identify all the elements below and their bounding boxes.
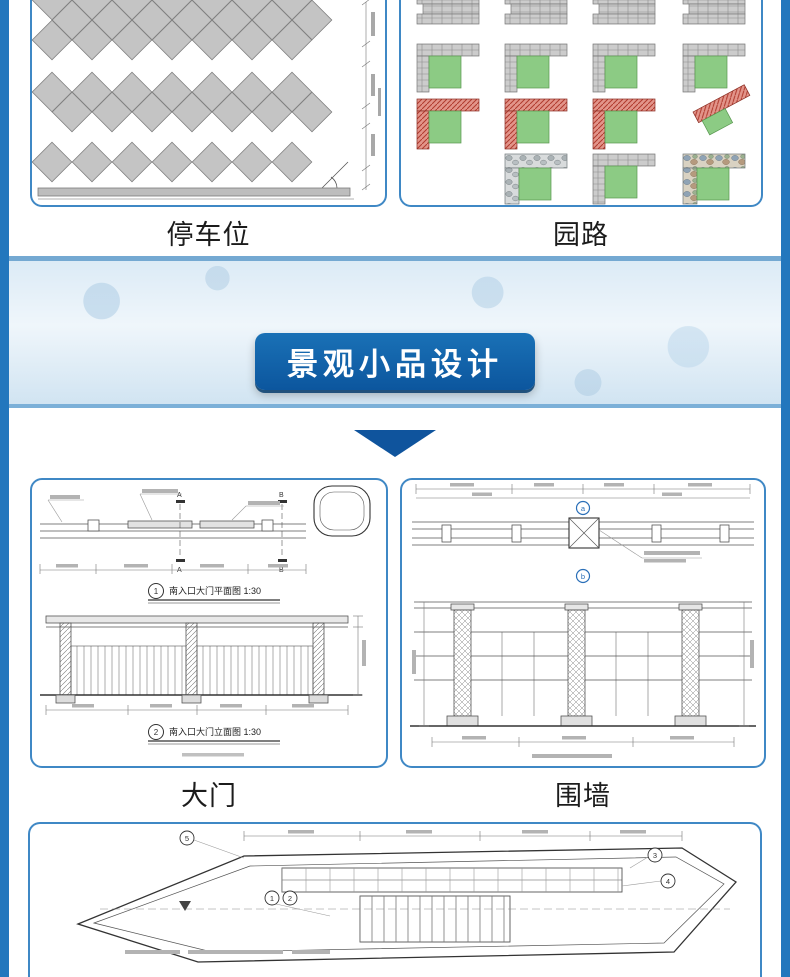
svg-text:A: A xyxy=(177,567,182,574)
plan-marker-1: 1 xyxy=(264,890,280,906)
design-section: A A B B xyxy=(9,478,781,814)
curb-bar xyxy=(37,187,351,197)
svg-text:4: 4 xyxy=(666,877,670,886)
svg-text:B: B xyxy=(279,492,284,499)
top-section: 停车位 xyxy=(9,0,781,256)
svg-text:南入口大门立面图 1:30: 南入口大门立面图 1:30 xyxy=(169,726,261,737)
parking-panel xyxy=(30,0,387,207)
svg-text:1: 1 xyxy=(154,587,159,596)
banner-title-text: 景观小品设计 xyxy=(287,347,503,382)
parking-label: 停车位 xyxy=(166,220,251,250)
gate-caption-2: 2 南入口大门立面图 1:30 xyxy=(148,724,280,745)
page-right-border xyxy=(781,0,790,977)
garden-path-column: 园路 xyxy=(399,0,763,253)
gate-panel: A A B B xyxy=(30,478,388,768)
down-arrow-icon xyxy=(354,429,436,457)
svg-text:南入口大门平面图 1:30: 南入口大门平面图 1:30 xyxy=(169,585,261,596)
wall-marker-a: a xyxy=(575,500,591,516)
garden-path-diagram xyxy=(416,0,751,205)
wall-diagram: a xyxy=(410,483,756,758)
parking-dimensions xyxy=(361,0,371,191)
wall-marker-b: b xyxy=(575,568,591,584)
svg-text:B: B xyxy=(279,567,284,574)
garden-path-label: 园路 xyxy=(553,220,609,250)
svg-text:3: 3 xyxy=(653,851,657,860)
section-banner: 景观小品设计 xyxy=(9,256,781,408)
page-left-border xyxy=(0,0,9,977)
svg-text:5: 5 xyxy=(185,834,189,843)
wall-label: 围墙 xyxy=(555,781,611,811)
parking-column: 停车位 xyxy=(30,0,387,253)
plan-marker-4: 4 xyxy=(660,873,676,889)
page-content: 停车位 xyxy=(9,0,781,977)
plan-marker-2: 2 xyxy=(282,890,298,906)
gate-label: 大门 xyxy=(181,781,237,811)
svg-text:b: b xyxy=(581,572,585,581)
path-detail-row2 xyxy=(416,43,746,93)
svg-text:2: 2 xyxy=(288,894,292,903)
feature-plan-panel: 5 3 4 1 2 xyxy=(28,822,762,977)
svg-text:2: 2 xyxy=(154,728,159,737)
banner-title-button: 景观小品设计 xyxy=(255,333,535,390)
path-detail-row3 xyxy=(416,84,751,150)
bottom-section: 5 3 4 1 2 xyxy=(9,822,781,977)
wall-panel: a xyxy=(400,478,766,768)
garden-path-panel xyxy=(399,0,763,207)
gate-column: A A B B xyxy=(30,478,388,814)
gate-diagram: A A B B xyxy=(39,485,371,757)
path-detail-row1 xyxy=(416,0,746,25)
plan-marker-3: 3 xyxy=(647,847,663,863)
svg-text:A: A xyxy=(177,492,182,499)
feature-plan-diagram: 5 3 4 1 2 xyxy=(76,830,737,963)
parking-diagram xyxy=(32,0,381,200)
wall-column: a xyxy=(400,478,766,814)
gate-caption-1: 1 南入口大门平面图 1:30 xyxy=(148,583,280,604)
path-detail-row4 xyxy=(504,153,746,205)
arrow-row xyxy=(9,408,781,478)
plan-marker-5: 5 xyxy=(179,830,195,846)
svg-text:1: 1 xyxy=(270,894,274,903)
parking-angle-note xyxy=(321,161,349,189)
svg-text:a: a xyxy=(581,504,586,513)
benchmark-icon xyxy=(179,901,191,911)
